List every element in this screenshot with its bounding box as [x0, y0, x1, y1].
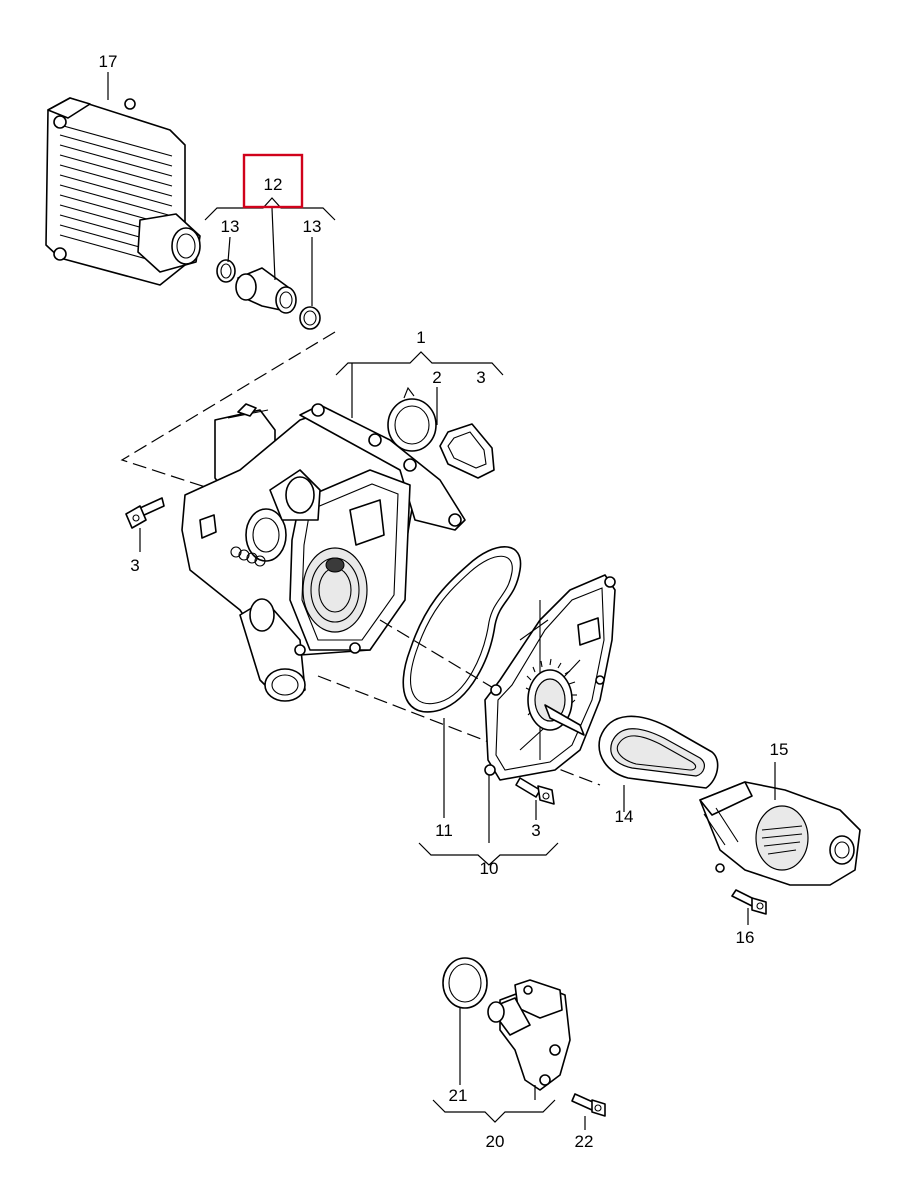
- oil-cooler: [45, 97, 201, 286]
- bolt-22: [571, 1093, 606, 1117]
- part-labels: 17 12 13 13 1 2 3 3 11 3 10 14 15 16 21 …: [99, 52, 789, 1151]
- leader-lines: [107, 72, 776, 1130]
- assembly-line-cooler: [120, 331, 336, 496]
- label-10: 10: [480, 859, 499, 878]
- coolant-housing-1: [181, 403, 466, 702]
- label-20: 20: [486, 1132, 505, 1151]
- label-21: 21: [449, 1086, 468, 1105]
- label-15: 15: [770, 740, 789, 759]
- label-14: 14: [615, 807, 634, 826]
- o-ring-13-right: [299, 306, 321, 330]
- label-11: 11: [435, 821, 453, 840]
- seal-ring-11: [402, 546, 522, 713]
- bolt-16: [731, 889, 767, 915]
- bolt-3-left: [125, 497, 165, 529]
- belt-cover-15: [699, 781, 861, 886]
- label-13-left: 13: [221, 217, 240, 236]
- label-1: 1: [416, 328, 425, 347]
- label-22: 22: [575, 1132, 594, 1151]
- water-pump-10: [484, 574, 616, 781]
- label-3-top: 3: [476, 368, 485, 387]
- highlight-box-12: [242, 153, 304, 209]
- coolant-flange-20: [487, 979, 571, 1091]
- o-ring-13-left: [216, 259, 236, 283]
- label-3-left: 3: [130, 556, 139, 575]
- label-2: 2: [432, 368, 441, 387]
- label-3-middle: 3: [531, 821, 540, 840]
- drive-belt-14: [598, 715, 719, 789]
- label-17: 17: [99, 52, 118, 71]
- gasket-3: [439, 423, 495, 479]
- label-16: 16: [736, 928, 755, 947]
- connecting-piece-12: [235, 267, 297, 314]
- seal-2: [387, 386, 437, 452]
- label-13-right: 13: [303, 217, 322, 236]
- o-ring-21: [442, 957, 488, 1009]
- bolt-3-middle: [515, 777, 555, 805]
- label-12: 12: [264, 175, 283, 194]
